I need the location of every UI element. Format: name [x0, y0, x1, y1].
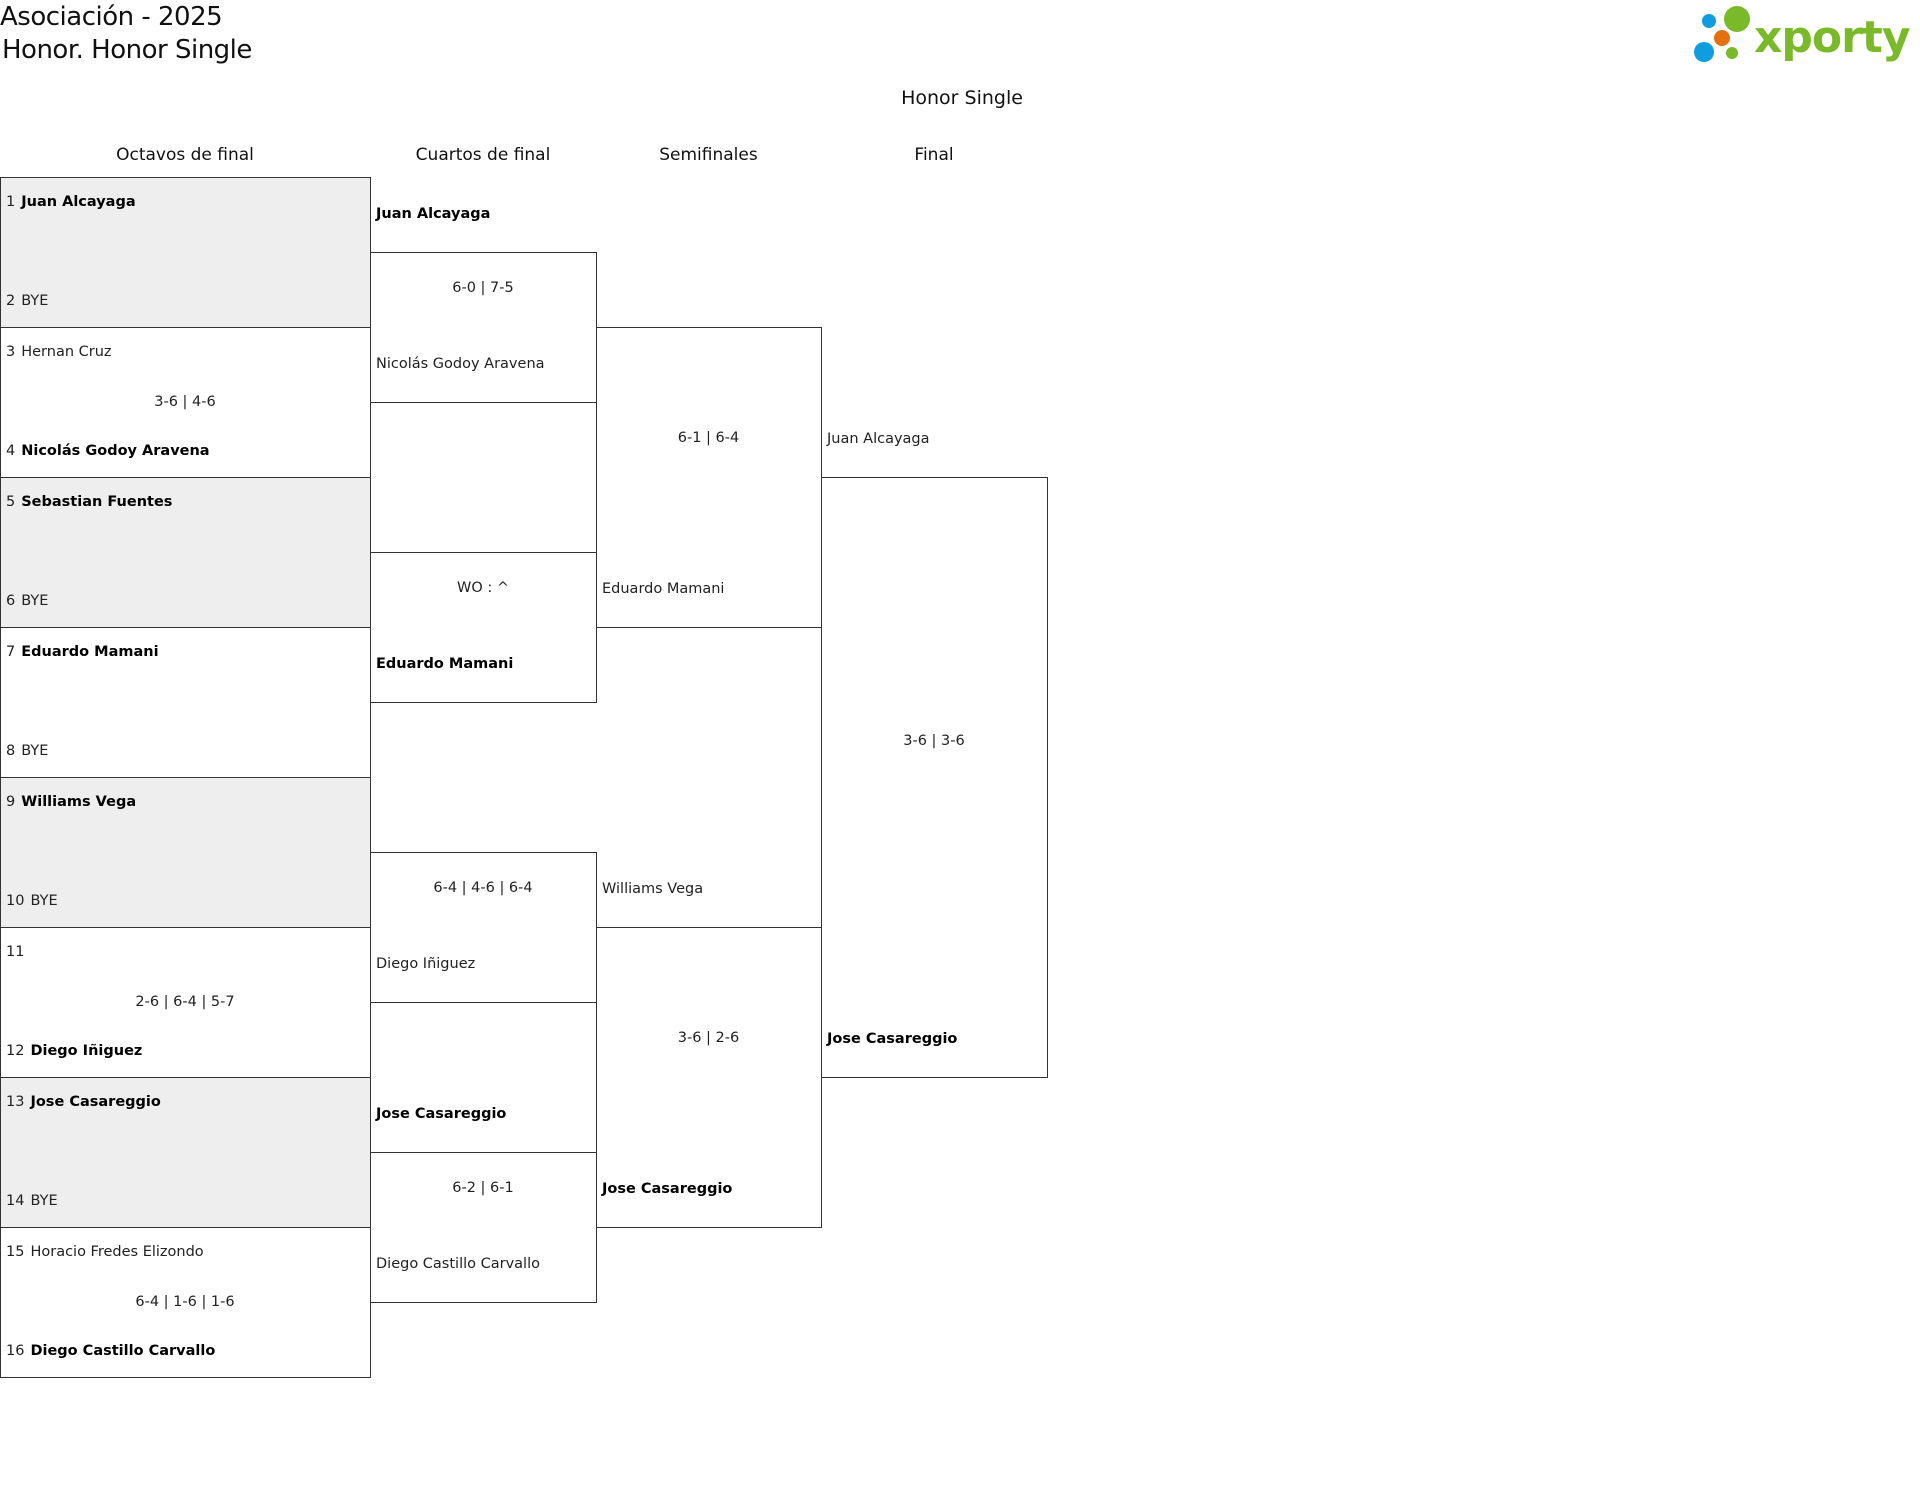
player-entry[interactable]: 1 Juan Alcayaga: [6, 192, 136, 212]
round-header-cuartos: Cuartos de final: [415, 145, 551, 165]
player-name: Diego Iñiguez: [30, 1043, 143, 1059]
match-score: 6-4 | 1-6 | 1-6: [135, 1294, 235, 1310]
tournament-title: Asociación - 2025: [0, 2, 223, 32]
match-score: 6-1 | 6-4: [677, 430, 740, 446]
seed-number: 1: [6, 194, 16, 210]
seed-number: 5: [6, 494, 16, 510]
player-name[interactable]: Eduardo Mamani: [376, 656, 514, 672]
player-entry[interactable]: 14 BYE: [6, 1191, 58, 1211]
match-box[interactable]: [370, 552, 597, 703]
player-entry[interactable]: 7 Eduardo Mamani: [6, 642, 159, 662]
xporty-logo: xporty: [1692, 4, 1917, 70]
match-score: 6-2 | 6-1: [452, 1180, 514, 1196]
player-name[interactable]: Williams Vega: [602, 881, 704, 897]
player-name[interactable]: Jose Casareggio: [602, 1181, 733, 1197]
player-entry[interactable]: 2 BYE: [6, 291, 48, 311]
player-entry[interactable]: 5 Sebastian Fuentes: [6, 492, 172, 512]
player-entry[interactable]: 13 Jose Casareggio: [6, 1092, 161, 1112]
svg-text:xporty: xporty: [1754, 12, 1910, 63]
match-box[interactable]: [370, 1152, 597, 1303]
match-box[interactable]: [821, 477, 1048, 1078]
player-name[interactable]: Jose Casareggio: [827, 1031, 958, 1047]
match-box[interactable]: [0, 477, 371, 628]
player-entry[interactable]: 8 BYE: [6, 741, 48, 761]
match-score: 6-0 | 7-5: [452, 280, 514, 296]
player-name: BYE: [21, 743, 49, 759]
player-entry[interactable]: 9 Williams Vega: [6, 792, 136, 812]
seed-number: 13: [6, 1094, 25, 1110]
round-header-octavos: Octavos de final: [116, 145, 254, 165]
player-name: Eduardo Mamani: [21, 644, 159, 660]
round-header-semifinales: Semifinales: [659, 145, 758, 165]
player-name: Horacio Fredes Elizondo: [30, 1244, 204, 1260]
player-name: BYE: [21, 593, 49, 609]
player-name: Williams Vega: [21, 794, 137, 810]
category-title: Honor. Honor Single: [2, 35, 252, 65]
player-name: BYE: [30, 1193, 58, 1209]
player-entry[interactable]: 11: [6, 942, 30, 962]
seed-number: 2: [6, 293, 16, 309]
match-score: WO : ^: [456, 580, 509, 596]
player-name[interactable]: Juan Alcayaga: [827, 431, 930, 447]
seed-number: 9: [6, 794, 16, 810]
player-entry[interactable]: 10 BYE: [6, 891, 58, 911]
seed-number: 10: [6, 893, 25, 909]
match-box[interactable]: [370, 252, 597, 403]
player-name: Nicolás Godoy Aravena: [21, 443, 210, 459]
player-name: Sebastian Fuentes: [21, 494, 173, 510]
player-entry[interactable]: 6 BYE: [6, 591, 48, 611]
player-name: Diego Castillo Carvallo: [30, 1343, 216, 1359]
player-entry[interactable]: 12 Diego Iñiguez: [6, 1041, 142, 1061]
seed-number: 3: [6, 344, 16, 360]
player-name[interactable]: Eduardo Mamani: [602, 581, 725, 597]
match-box[interactable]: [0, 777, 371, 928]
match-score: 2-6 | 6-4 | 5-7: [135, 994, 235, 1010]
seed-number: 6: [6, 593, 16, 609]
player-entry[interactable]: 15 Horacio Fredes Elizondo: [6, 1242, 204, 1262]
player-name: Jose Casareggio: [30, 1094, 161, 1110]
match-score: 6-4 | 4-6 | 6-4: [433, 880, 533, 896]
seed-number: 14: [6, 1193, 25, 1209]
match-score: 3-6 | 2-6: [677, 1030, 740, 1046]
match-box[interactable]: [0, 177, 371, 328]
player-name[interactable]: Jose Casareggio: [376, 1106, 507, 1122]
match-score: 3-6 | 3-6: [903, 733, 965, 749]
seed-number: 4: [6, 443, 16, 459]
player-name: Hernan Cruz: [21, 344, 112, 360]
round-header-final: Final: [914, 145, 954, 165]
match-score: 3-6 | 4-6: [154, 394, 216, 410]
player-name[interactable]: Diego Castillo Carvallo: [376, 1256, 540, 1272]
seed-number: 7: [6, 644, 16, 660]
seed-number: 8: [6, 743, 16, 759]
player-entry[interactable]: 3 Hernan Cruz: [6, 342, 112, 362]
player-entry[interactable]: 4 Nicolás Godoy Aravena: [6, 441, 210, 461]
draw-title: Honor Single: [901, 87, 1023, 109]
player-name[interactable]: Diego Iñiguez: [376, 956, 476, 972]
seed-number: 11: [6, 944, 25, 960]
seed-number: 12: [6, 1043, 25, 1059]
seed-number: 16: [6, 1343, 25, 1359]
player-name[interactable]: Nicolás Godoy Aravena: [376, 356, 545, 372]
player-name: BYE: [30, 893, 58, 909]
player-entry[interactable]: 16 Diego Castillo Carvallo: [6, 1341, 215, 1361]
match-box[interactable]: [370, 852, 597, 1003]
player-name[interactable]: Juan Alcayaga: [376, 206, 491, 222]
player-name: BYE: [21, 293, 49, 309]
player-name: Juan Alcayaga: [21, 194, 136, 210]
seed-number: 15: [6, 1244, 25, 1260]
